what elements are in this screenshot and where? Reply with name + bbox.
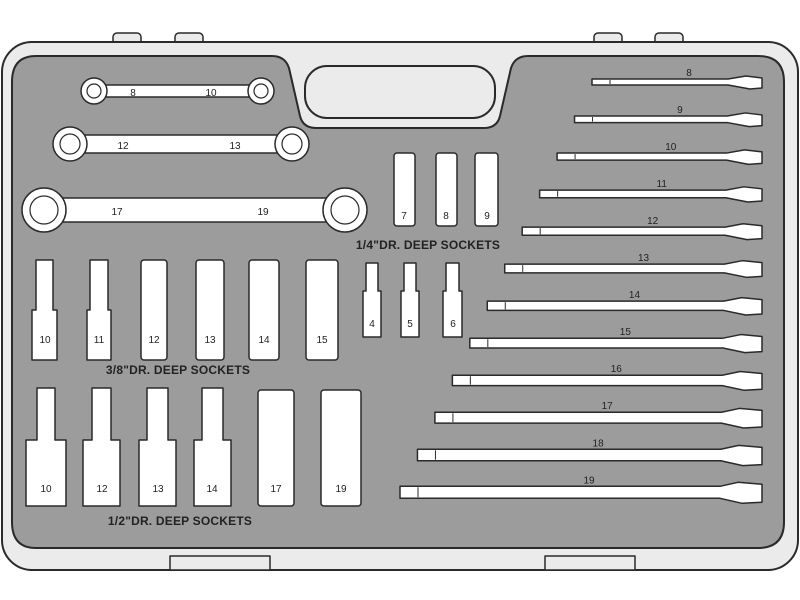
socket-size-label: 6 [450, 319, 456, 330]
ratcheting-wrench-group: 8 10 12 13 17 19 [21, 77, 368, 233]
wrench-size-label: 11 [657, 179, 668, 190]
combination-wrench: 9 [573, 105, 763, 128]
combination-wrench-body [416, 444, 763, 467]
combination-wrench-body [521, 222, 763, 241]
socket: 14 [248, 259, 280, 361]
combination-wrench-body [556, 149, 763, 166]
combination-wrench-body [486, 296, 763, 316]
combination-wrench: 18 [416, 438, 763, 467]
ratcheting-wrench: 12 13 [52, 126, 310, 162]
combination-wrench: 19 [399, 475, 763, 505]
socket-size-label: 14 [258, 335, 270, 346]
socket: 12 [82, 387, 121, 507]
combination-wrench-body [451, 370, 763, 392]
combination-wrench-body [469, 333, 763, 354]
wrench-size-label: 12 [117, 141, 129, 152]
wrench-size-label: 19 [257, 207, 269, 218]
socket-set-quarter-inch: 7 8 9 1/4"DR. DEEP SOCKETS 4 5 6 [356, 152, 500, 338]
socket-set-title: 1/4"DR. DEEP SOCKETS [356, 238, 500, 252]
combination-wrench-body [434, 407, 763, 429]
socket-set-half-inch: 10 12 13 14 17 19 1/2"DR. DEEP SOCKETS [25, 387, 362, 528]
socket-size-label: 14 [206, 484, 218, 495]
combination-wrench: 13 [503, 253, 763, 279]
socket: 5 [400, 262, 420, 338]
socket: 11 [86, 259, 112, 361]
ratcheting-wrench: 17 19 [21, 187, 368, 233]
socket-size-label: 19 [335, 484, 347, 495]
socket-size-label: 9 [484, 211, 490, 222]
wrench-size-label: 12 [647, 216, 659, 227]
socket: 15 [305, 259, 339, 361]
socket: 13 [195, 259, 225, 361]
wrench-size-label: 17 [602, 401, 614, 412]
combination-wrench-body [591, 75, 763, 90]
combination-wrench: 15 [469, 327, 763, 354]
wrench-size-label: 9 [677, 105, 683, 116]
socket: 4 [362, 262, 382, 338]
wrench-size-label: 19 [583, 475, 595, 486]
socket: 8 [435, 152, 458, 227]
ratcheting-wrench: 8 10 [80, 77, 275, 105]
socket-set-three-eighths-inch: 10 11 12 13 14 15 3/8"DR. DEEP SOCKETS [31, 259, 339, 377]
socket: 12 [140, 259, 168, 361]
wrench-size-label: 13 [638, 253, 650, 264]
socket-size-label: 10 [40, 484, 52, 495]
combination-wrench: 17 [434, 401, 763, 429]
wrench-size-label: 10 [205, 88, 217, 99]
socket-size-label: 17 [270, 484, 282, 495]
socket-size-label: 13 [204, 335, 216, 346]
socket: 7 [393, 152, 416, 227]
socket: 6 [442, 262, 463, 338]
combination-wrench: 16 [451, 364, 763, 392]
combination-wrench-body [573, 112, 763, 128]
case-handle [304, 65, 496, 119]
socket: 10 [31, 259, 58, 361]
socket: 14 [193, 387, 232, 507]
socket-size-label: 11 [94, 335, 105, 346]
socket: 19 [320, 389, 362, 507]
wrench-size-label: 8 [130, 88, 136, 99]
combination-wrench: 12 [521, 216, 763, 241]
socket-size-label: 15 [316, 335, 328, 346]
combination-wrench: 14 [486, 290, 763, 316]
combination-wrench-body [503, 259, 763, 279]
socket-size-label: 5 [407, 319, 413, 330]
socket: 10 [25, 387, 67, 507]
wrench-size-label: 8 [686, 68, 692, 79]
socket-size-label: 7 [401, 211, 407, 222]
wrench-size-label: 16 [611, 364, 623, 375]
socket-set-title: 3/8"DR. DEEP SOCKETS [106, 363, 250, 377]
socket: 9 [474, 152, 499, 227]
wrench-size-label: 18 [593, 438, 605, 449]
combination-wrench: 11 [538, 179, 763, 203]
hinge [169, 555, 271, 571]
combination-wrench: 8 [591, 68, 763, 90]
socket-size-label: 12 [96, 484, 108, 495]
socket-size-label: 10 [39, 335, 51, 346]
socket-size-label: 8 [443, 211, 449, 222]
socket-size-label: 12 [148, 335, 160, 346]
hinge [544, 555, 636, 571]
socket-set-title: 1/2"DR. DEEP SOCKETS [108, 514, 252, 528]
wrench-size-label: 14 [629, 290, 641, 301]
wrench-size-label: 15 [620, 327, 632, 338]
socket: 17 [257, 389, 295, 507]
socket-size-label: 13 [152, 484, 164, 495]
combination-wrench-body [399, 481, 763, 505]
combination-wrench-group: 8 9 10 11 12 13 14 15 16 17 18 19 [399, 68, 763, 505]
combination-wrench-body [538, 186, 763, 203]
wrench-size-label: 17 [111, 207, 123, 218]
socket: 13 [138, 387, 177, 507]
socket-size-label: 4 [369, 319, 375, 330]
wrench-size-label: 13 [229, 141, 241, 152]
wrench-size-label: 10 [665, 142, 677, 153]
combination-wrench: 10 [556, 142, 763, 166]
